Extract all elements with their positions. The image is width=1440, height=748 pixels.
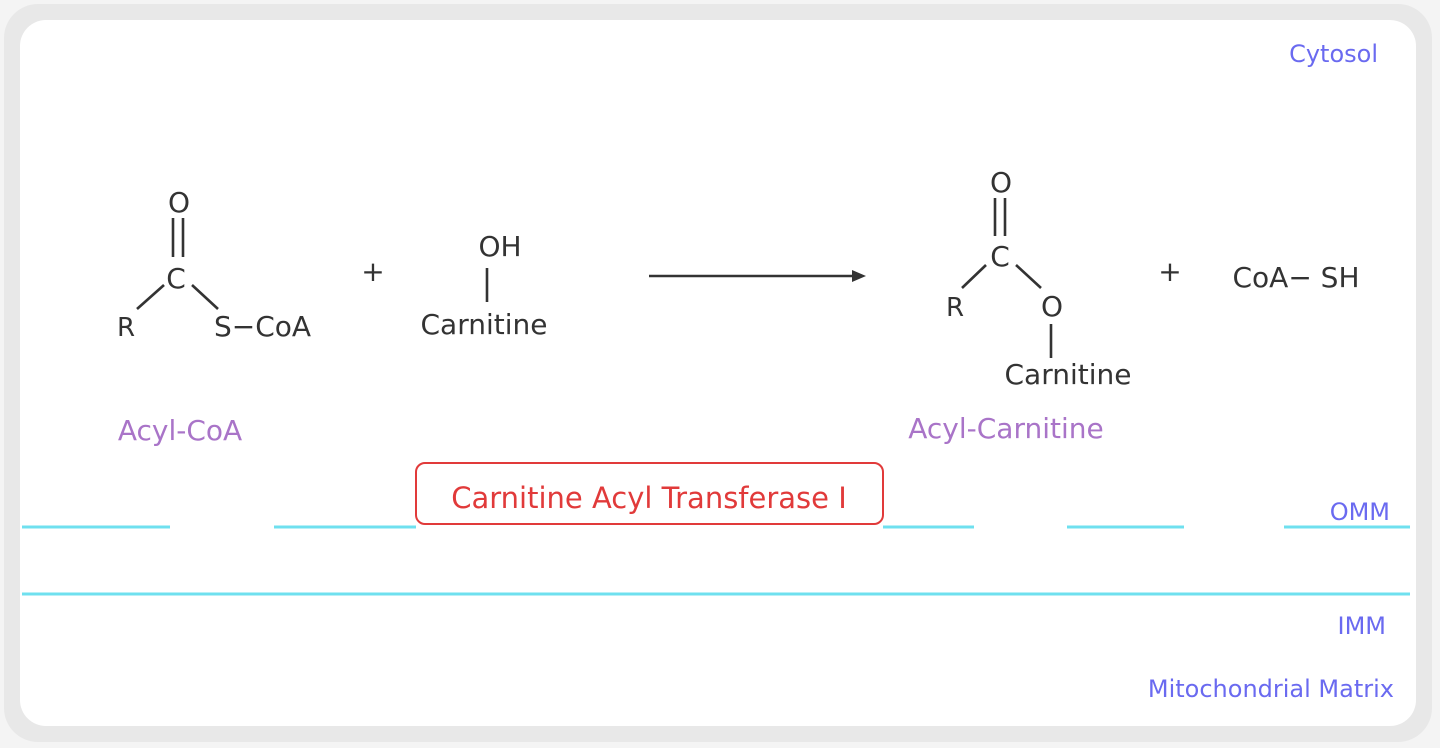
acyl-coa-thioester: S−CoA: [214, 310, 311, 343]
acyl-carnitine-ester-oxygen: O: [1041, 290, 1063, 323]
arrow-head: [852, 270, 866, 282]
imm-label: IMM: [1338, 612, 1387, 640]
acyl-carnitine-name: Acyl-Carnitine: [908, 412, 1104, 445]
enzyme-box-border: [415, 462, 884, 525]
cytosol-label: Cytosol: [1289, 40, 1378, 68]
acyl-coa-r-bond: [136, 284, 165, 310]
acyl-carnitine-o-bond: [1015, 264, 1042, 289]
coa-sh: CoA− SH: [1232, 261, 1359, 294]
carnitine-structure: OH Carnitine: [421, 230, 548, 341]
acyl-carnitine-structure: O C R O Carnitine: [946, 166, 1132, 391]
acyl-carnitine-carbon: C: [990, 240, 1010, 273]
acyl-coa-carbon: C: [166, 262, 186, 295]
carnitine-hydroxyl: OH: [478, 230, 521, 263]
acyl-coa-s-bond: [191, 284, 219, 310]
enzyme-label: Carnitine Acyl Transferase I: [451, 481, 847, 515]
acyl-carnitine-r-group: R: [946, 293, 964, 323]
enzyme-box: Carnitine Acyl Transferase I: [415, 462, 884, 525]
acyl-coa-r-group: R: [117, 313, 135, 343]
acyl-carnitine-r-bond: [961, 264, 987, 289]
matrix-label: Mitochondrial Matrix: [1148, 675, 1394, 703]
omm-label: OMM: [1330, 498, 1390, 526]
plus-sign-2: +: [1158, 255, 1181, 288]
acyl-coa-structure: O C R S−CoA: [117, 186, 311, 343]
reaction-arrow: [649, 270, 866, 282]
diagram-panel: [20, 20, 1416, 726]
carnitine-backbone: Carnitine: [421, 308, 548, 341]
acyl-carnitine-oxygen-top: O: [990, 166, 1012, 199]
acyl-coa-oxygen: O: [168, 186, 190, 219]
plus-sign-1: +: [361, 255, 384, 288]
acyl-coa-name: Acyl-CoA: [118, 414, 242, 447]
acyl-carnitine-backbone: Carnitine: [1005, 358, 1132, 391]
